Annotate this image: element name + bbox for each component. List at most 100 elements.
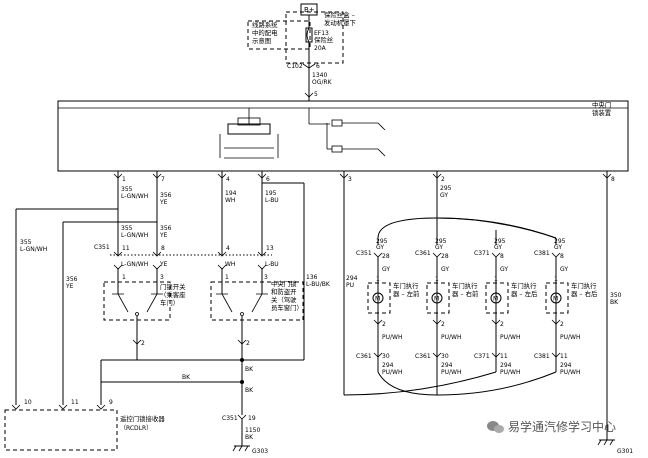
svg-text:5: 5 xyxy=(314,91,318,98)
svg-text:2: 2 xyxy=(441,321,445,328)
svg-text:BK: BK xyxy=(245,366,254,373)
svg-text:车门执行: 车门执行 xyxy=(452,281,478,290)
svg-text:9: 9 xyxy=(109,399,113,406)
svg-text:中央门: 中央门 xyxy=(592,100,611,109)
watermark: 易学通汽修学习中心 xyxy=(487,419,616,434)
svg-text:4: 4 xyxy=(226,176,230,183)
svg-text:6: 6 xyxy=(316,63,320,70)
svg-text:PU/WH: PU/WH xyxy=(441,369,461,376)
svg-text:M: M xyxy=(493,296,498,303)
svg-text:2: 2 xyxy=(441,176,445,183)
module-pin-5: 2 xyxy=(432,173,445,183)
svg-text:GY: GY xyxy=(441,266,449,273)
svg-text:关（驾驶: 关（驾驶 xyxy=(271,295,297,304)
svg-text:GY: GY xyxy=(554,244,562,251)
svg-text:7: 7 xyxy=(161,176,165,183)
svg-text:GY: GY xyxy=(440,192,448,199)
rcdlr-pin-2: 9 xyxy=(96,399,113,410)
svg-text:30: 30 xyxy=(441,353,449,360)
svg-text:器 – 右后: 器 – 右后 xyxy=(571,289,598,298)
svg-text:YE: YE xyxy=(159,199,168,206)
svg-text:2: 2 xyxy=(141,340,145,347)
motor-icon xyxy=(490,292,502,304)
svg-text:11: 11 xyxy=(500,353,508,360)
svg-text:车门）: 车门） xyxy=(160,298,179,307)
svg-text:1: 1 xyxy=(494,276,498,283)
module-pin-3: 6 xyxy=(257,173,270,183)
svg-text:294: 294 xyxy=(560,362,572,369)
svg-text:295: 295 xyxy=(435,238,447,245)
svg-text:GY: GY xyxy=(376,244,384,251)
svg-text:355: 355 xyxy=(121,225,133,232)
svg-text:13: 13 xyxy=(266,245,274,252)
svg-text:保险丝: 保险丝 xyxy=(314,35,334,44)
svg-text:WH: WH xyxy=(225,261,235,268)
door-switch-driver xyxy=(210,281,304,321)
svg-text:350: 350 xyxy=(610,292,622,299)
svg-text:L-GN/WH: L-GN/WH xyxy=(121,193,148,200)
svg-text:356: 356 xyxy=(160,192,172,199)
svg-text:195: 195 xyxy=(265,190,277,197)
svg-text:保险丝盒 –: 保险丝盒 – xyxy=(324,10,355,19)
svg-text:356: 356 xyxy=(160,225,172,232)
svg-text:G301: G301 xyxy=(617,448,633,455)
central-lock-module xyxy=(57,100,629,172)
svg-text:BK: BK xyxy=(245,434,254,441)
svg-text:PU: PU xyxy=(346,282,354,289)
svg-text:车门执行: 车门执行 xyxy=(393,281,419,290)
svg-text:10: 10 xyxy=(24,399,32,406)
svg-text:295: 295 xyxy=(554,238,566,245)
svg-text:C102: C102 xyxy=(287,63,303,70)
svg-text:GY: GY xyxy=(382,266,390,273)
rcdlr-pin-0: 10 xyxy=(11,399,32,410)
svg-text:中央门锁: 中央门锁 xyxy=(271,279,297,288)
svg-text:1: 1 xyxy=(122,176,126,183)
svg-text:11: 11 xyxy=(560,353,568,360)
svg-text:GY: GY xyxy=(435,244,443,251)
svg-text:294: 294 xyxy=(500,362,512,369)
svg-text:易学通汽修学习中心: 易学通汽修学习中心 xyxy=(508,419,616,434)
svg-text:器 – 左后: 器 – 左后 xyxy=(511,289,538,298)
svg-text:C351: C351 xyxy=(94,244,110,251)
svg-text:3: 3 xyxy=(348,176,352,183)
svg-text:WH: WH xyxy=(225,197,235,204)
svg-text:发动机罩下: 发动机罩下 xyxy=(324,18,357,27)
svg-text:194: 194 xyxy=(225,190,237,197)
svg-text:器 – 左前: 器 – 左前 xyxy=(393,289,420,298)
fuse-box-outline xyxy=(285,11,344,64)
svg-text:8: 8 xyxy=(161,245,165,252)
svg-text:28: 28 xyxy=(441,253,449,260)
svg-text:C371: C371 xyxy=(474,250,490,257)
linked-diagram-box xyxy=(247,20,311,50)
svg-text:车门执行: 车门执行 xyxy=(571,281,597,290)
internal-switch xyxy=(227,123,271,135)
module-pin-4: 3 xyxy=(339,173,352,183)
svg-text:20A: 20A xyxy=(314,45,327,52)
svg-text:EF13: EF13 xyxy=(314,30,329,37)
svg-text:28: 28 xyxy=(382,253,390,260)
svg-text:GY: GY xyxy=(500,266,508,273)
relay-coil-upper xyxy=(331,119,343,127)
svg-text:车门执行: 车门执行 xyxy=(511,281,537,290)
svg-text:（RCDLR）: （RCDLR） xyxy=(120,425,152,432)
svg-text:355: 355 xyxy=(20,239,32,246)
svg-text:C351: C351 xyxy=(356,250,372,257)
svg-text:PU/WH: PU/WH xyxy=(382,334,402,341)
svg-text:1: 1 xyxy=(435,276,439,283)
svg-text:3: 3 xyxy=(160,274,164,281)
svg-text:YE: YE xyxy=(159,232,168,239)
svg-text:PU/WH: PU/WH xyxy=(382,369,402,376)
svg-text:C351: C351 xyxy=(222,415,238,422)
svg-text:OG/RK: OG/RK xyxy=(312,79,333,86)
svg-text:线路系统: 线路系统 xyxy=(252,20,278,29)
svg-text:GY: GY xyxy=(560,266,568,273)
rcdlr-receiver xyxy=(4,409,118,451)
svg-text:遥控门锁接收器: 遥控门锁接收器 xyxy=(120,414,165,423)
svg-text:YE: YE xyxy=(65,283,74,290)
svg-text:1: 1 xyxy=(122,274,126,281)
svg-text:门锁开关: 门锁开关 xyxy=(160,282,186,291)
svg-text:C381: C381 xyxy=(534,250,550,257)
svg-text:2: 2 xyxy=(500,321,504,328)
